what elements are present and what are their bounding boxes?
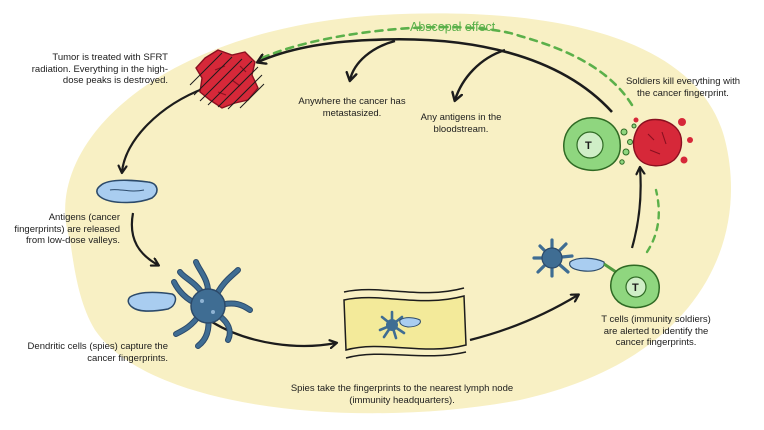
soldier-tcell-icon: T bbox=[563, 117, 637, 172]
tumor-icon bbox=[189, 49, 265, 110]
arrow-abscopal-main bbox=[258, 37, 613, 113]
dendritic-tcell-contact-icon bbox=[532, 238, 617, 278]
step-spies-label: Spies take the fingerprints to the neare… bbox=[290, 383, 514, 406]
arrow-to-bloodstream bbox=[455, 48, 506, 100]
tcell-to-soldier-dashed bbox=[645, 188, 660, 254]
step-dendritic-label: Dendritic cells (spies) capture the canc… bbox=[27, 341, 168, 364]
arrow-tumor-to-antigens bbox=[122, 86, 206, 172]
step-soldiers-label: Soldiers kill everything with the cancer… bbox=[625, 76, 741, 99]
dendritic-cell-icon bbox=[127, 259, 253, 349]
dying-tumor-icon bbox=[632, 117, 693, 167]
arrow-dendritic-to-lymph bbox=[211, 321, 336, 346]
step-tcells-label: T cells (immunity soldiers) are alerted … bbox=[601, 314, 711, 348]
lymph-node-icon bbox=[343, 287, 467, 359]
abscopal-effect-label: Abscopal effect bbox=[410, 20, 496, 34]
arrow-tcells-to-soldiers bbox=[630, 168, 641, 249]
tcell-letter-lower: T bbox=[632, 282, 639, 294]
tcell-icon: T bbox=[610, 264, 660, 309]
tcell-letter-upper: T bbox=[585, 140, 592, 152]
arrow-lymph-to-tcells bbox=[469, 295, 578, 342]
arrow-to-metastasized bbox=[350, 39, 396, 80]
arrow-antigens-to-dendritic bbox=[130, 212, 158, 265]
abscopal-dashed-arc bbox=[260, 25, 634, 107]
step-tumor-label: Tumor is treated with SFRT radiation. Ev… bbox=[31, 52, 168, 86]
step-antigens-label: Antigens (cancer fingerprints) are relea… bbox=[14, 212, 120, 246]
antigen-blob-icon bbox=[96, 179, 158, 204]
step-bloodstream-label: Any antigens in the bloodstream. bbox=[420, 112, 502, 135]
step-metastasized-label: Anywhere the cancer has metastasized. bbox=[298, 96, 406, 119]
background-oval bbox=[65, 13, 732, 414]
